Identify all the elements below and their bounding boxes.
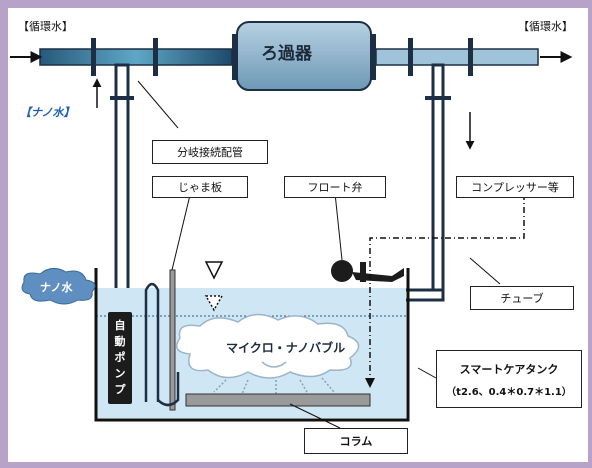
water-level-marker (204, 261, 224, 280)
bubble-detail (261, 361, 287, 368)
compressor-line-arrow (365, 378, 375, 388)
nano-water-top-label: 【ナノ水】 (20, 106, 75, 119)
u-intake-pipe (144, 282, 160, 402)
float-valve (331, 260, 404, 282)
smart-care-tank-label: スマートケアタンク （t2.6、0.4＊0.7＊1.1） (436, 350, 582, 408)
tank-name: スマートケアタンク (459, 362, 559, 376)
float-valve-label: フロート弁 (284, 176, 386, 198)
tank-spec: （t2.6、0.4＊0.7＊1.1） (446, 386, 572, 398)
baffle-label: じゃま板 (152, 176, 248, 198)
filter-label: ろ過器 (261, 44, 312, 64)
bubble-streams (213, 377, 335, 395)
circulation-water-left-label: 【循環水】 (18, 20, 73, 33)
auto-pump (108, 312, 132, 404)
leader-lines (137, 80, 501, 429)
compressor-line (369, 194, 525, 378)
column-label: コラム (304, 428, 408, 454)
low-level-marker (204, 295, 224, 312)
nano-water-cloud-label: ナノ水 (40, 281, 73, 294)
baffle-plate (169, 269, 176, 411)
auto-pump-label: 自動ポンプ (114, 319, 126, 396)
compressor-label: コンプレッサー等 (456, 176, 574, 198)
circulation-water-right-label: 【循環水】 (518, 20, 573, 33)
column-block (185, 393, 371, 407)
branch-pipe-label: 分岐接続配管 (152, 140, 268, 164)
u-return-pipe (157, 372, 180, 407)
nano-water-cloud (21, 268, 96, 305)
micro-nano-bubble-label: マイクロ・ナノバブル (226, 341, 346, 355)
micro-nano-bubble-cloud (175, 313, 360, 379)
tube-label: チューブ (470, 286, 574, 310)
filter-unit (232, 21, 376, 91)
